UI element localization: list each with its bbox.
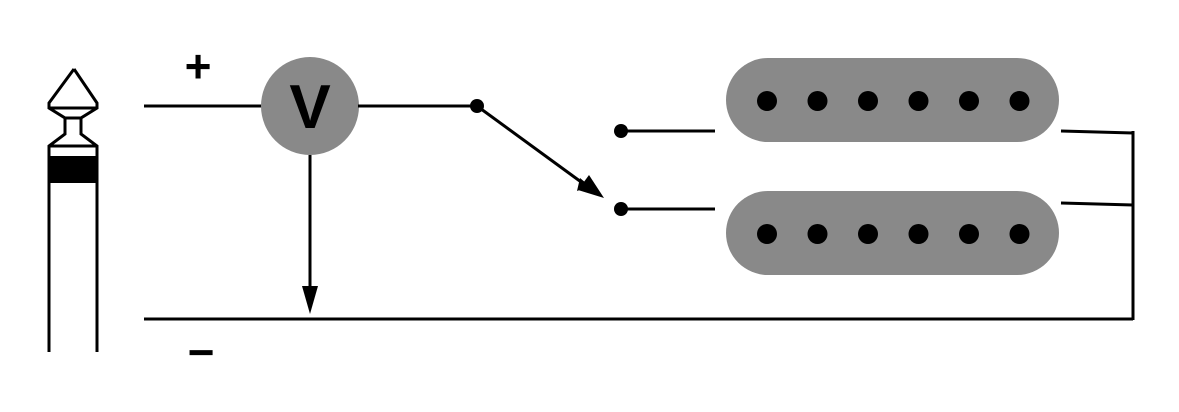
positive-label: + (185, 40, 212, 92)
voltmeter-label: V (289, 73, 330, 142)
selector-switch-icon (470, 99, 628, 216)
pickup-1-pole-pieces (757, 91, 1030, 111)
audio-jack-plug-icon (47, 68, 99, 352)
pole-piece (858, 91, 878, 111)
negative-label: − (188, 326, 215, 378)
pickup-return-wires (1060, 129, 1135, 320)
pickup-2-pole-pieces (757, 224, 1030, 244)
pole-piece (757, 224, 777, 244)
pole-piece (807, 91, 828, 111)
pole-piece (757, 91, 777, 111)
pole-piece (858, 224, 878, 244)
pole-piece (807, 224, 828, 244)
pole-piece (1009, 91, 1030, 111)
meter-probe-arrow (302, 155, 318, 314)
pole-piece (1009, 224, 1030, 244)
pole-piece (908, 224, 929, 244)
pole-piece (959, 91, 979, 111)
voltmeter-icon: V (261, 57, 359, 155)
pickup-2 (726, 191, 1059, 275)
pickup-1 (726, 58, 1059, 142)
pole-piece (908, 91, 929, 111)
pole-piece (959, 224, 979, 244)
